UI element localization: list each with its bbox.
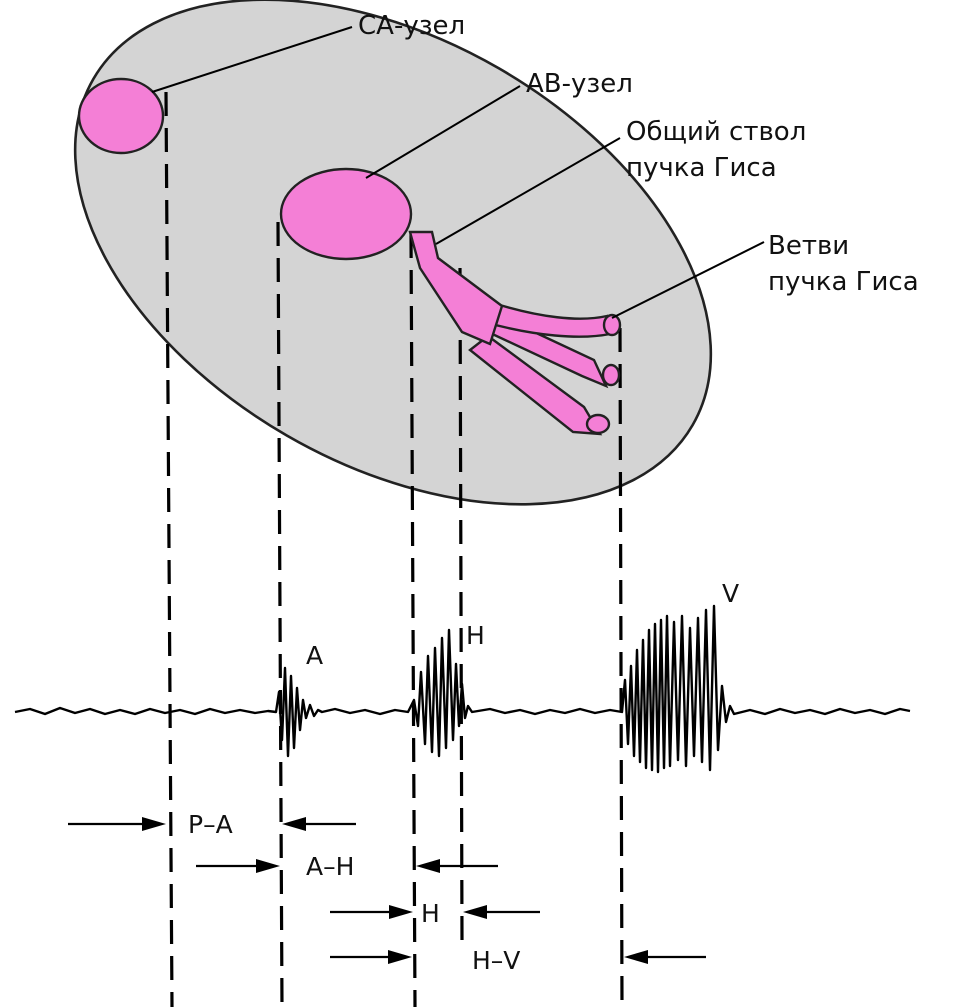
label-bundle-trunk-line1: Общий ствол <box>626 117 806 147</box>
pa-arrow-right-head <box>282 817 306 831</box>
ah-arrow-left-head <box>256 859 280 873</box>
h-arrow-left-head <box>389 905 413 919</box>
interval-label-ah: A–H <box>306 852 354 881</box>
interval-label-h: H <box>421 899 440 928</box>
sa-node <box>79 79 163 153</box>
interval-ah: A–H <box>196 852 498 881</box>
hv-arrow-right-head <box>624 950 648 964</box>
branch-end-middle <box>603 365 619 385</box>
hv-arrow-left-head <box>388 950 412 964</box>
wave-label-h: H <box>466 621 485 650</box>
interval-hv: H–V <box>328 946 706 975</box>
label-bundle-branches-line2: пучка Гиса <box>768 267 919 297</box>
label-sa-node: СА-узел <box>358 11 465 41</box>
av-node <box>281 169 411 259</box>
interval-pa: P–A <box>68 810 356 839</box>
wave-label-a: A <box>306 641 323 670</box>
branch-end-lower <box>587 415 609 433</box>
pa-arrow-left-head <box>142 817 166 831</box>
interval-label-pa: P–A <box>188 810 233 839</box>
interval-label-hv: H–V <box>472 946 520 975</box>
interval-h: H <box>330 899 540 928</box>
label-bundle-trunk-line2: пучка Гиса <box>626 153 777 183</box>
label-bundle-branches-line1: Ветви <box>768 231 849 261</box>
wave-label-v: V <box>722 579 739 608</box>
ah-arrow-right-head <box>416 859 440 873</box>
label-av-node: АВ-узел <box>526 69 633 99</box>
h-arrow-right-head <box>463 905 487 919</box>
